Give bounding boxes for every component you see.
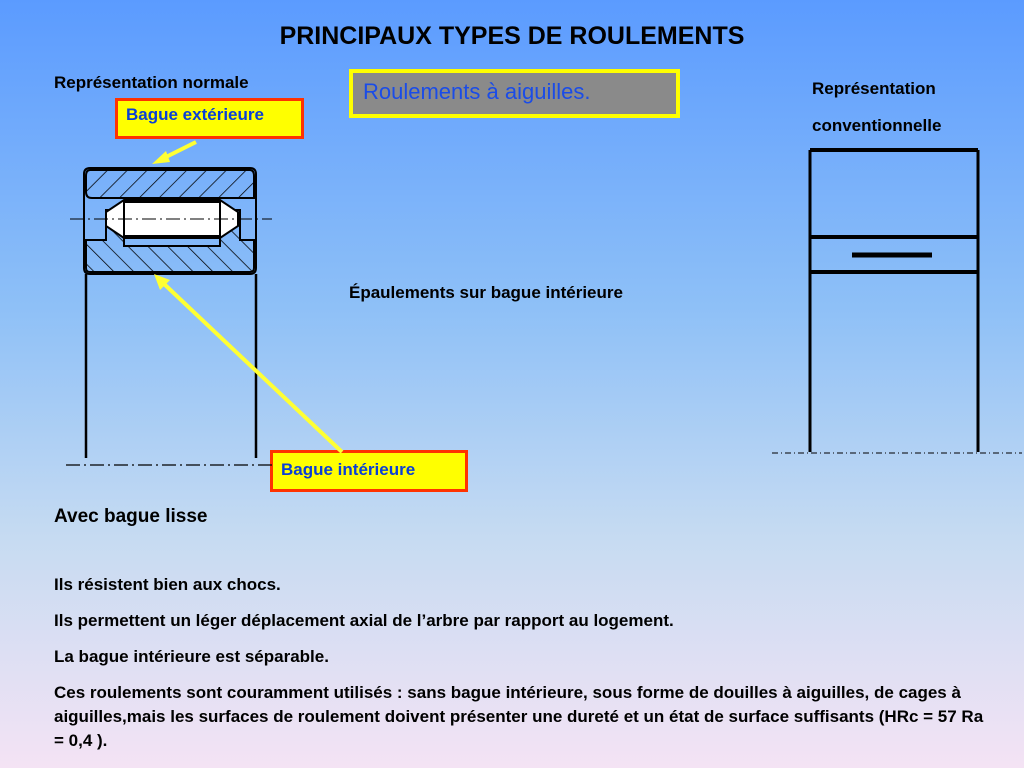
smooth-ring-label: Avec bague lisse [54,506,208,527]
bearing-type-box: Roulements à aiguilles. [349,69,680,118]
shoulders-label: Épaulements sur bague intérieure [349,283,623,302]
conventional-bearing-symbol [772,148,1022,454]
normal-representation-label: Représentation normale [54,73,249,92]
body-line-3: La bague intérieure est séparable. [54,647,329,666]
conventional-representation-label-line1: Représentation [812,79,936,98]
outer-ring-label: Bague extérieure [115,98,304,139]
inner-ring-label: Bague intérieure [270,450,468,492]
bearing-type-label: Roulements à aiguilles. [353,73,676,114]
label-arrows [152,140,344,454]
page-title: PRINCIPAUX TYPES DE ROULEMENTS [279,22,745,50]
conventional-representation-label-line2: conventionnelle [812,116,942,135]
body-line-2: Ils permettent un léger déplacement axia… [54,611,674,630]
body-line-4: Ces roulements sont couramment utilisés … [54,683,984,750]
body-line-1: Ils résistent bien aux chocs. [54,575,281,594]
normal-bearing-section [66,167,276,466]
